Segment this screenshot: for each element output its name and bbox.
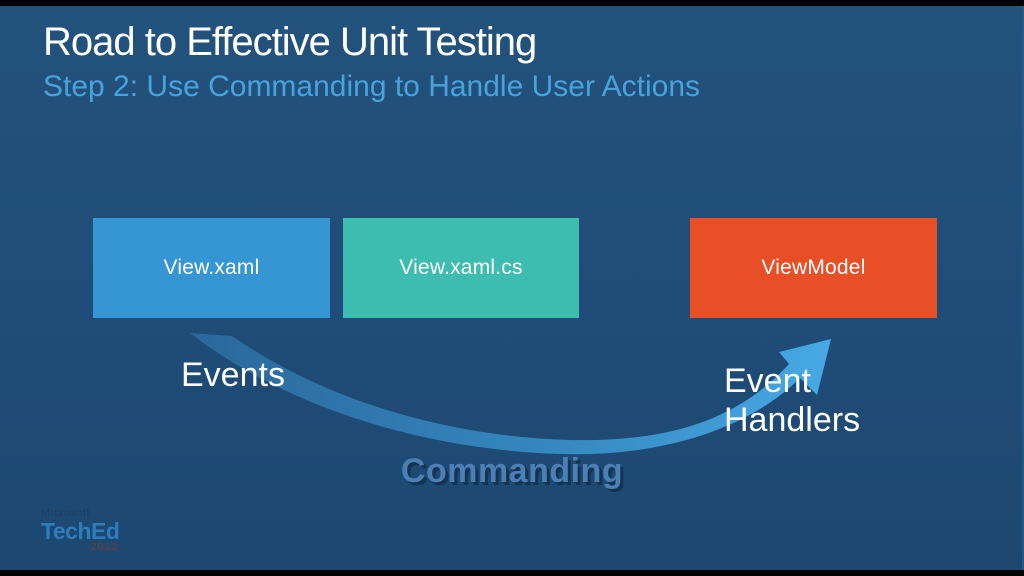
letterbox-top bbox=[0, 0, 1024, 6]
slide-subtitle: Step 2: Use Commanding to Handle User Ac… bbox=[43, 70, 700, 103]
event-handlers-label: Event Handlers bbox=[724, 362, 860, 440]
slide-right-edge-highlight bbox=[1022, 6, 1024, 570]
box-view-xaml: View.xaml bbox=[93, 218, 330, 318]
events-label: Events bbox=[181, 356, 285, 394]
box-view-xaml-cs-label: View.xaml.cs bbox=[399, 256, 523, 279]
box-view-xaml-cs: View.xaml.cs bbox=[343, 218, 579, 318]
commanding-label: Commanding bbox=[400, 452, 624, 490]
letterbox-bottom bbox=[0, 570, 1024, 576]
event-handlers-line1: Event bbox=[724, 362, 811, 400]
box-viewmodel-label: ViewModel bbox=[761, 256, 866, 279]
teched-logo-brand: Microsoft bbox=[41, 507, 91, 519]
teched-logo-year: 2012 bbox=[90, 541, 119, 553]
box-viewmodel: ViewModel bbox=[690, 218, 937, 318]
event-handlers-line2: Handlers bbox=[724, 401, 861, 439]
slide-title: Road to Effective Unit Testing bbox=[43, 20, 537, 64]
teched-logo: Microsoft TechEd 2012 bbox=[41, 507, 120, 553]
teched-logo-name: TechEd bbox=[41, 518, 120, 544]
box-view-xaml-label: View.xaml bbox=[163, 256, 260, 279]
